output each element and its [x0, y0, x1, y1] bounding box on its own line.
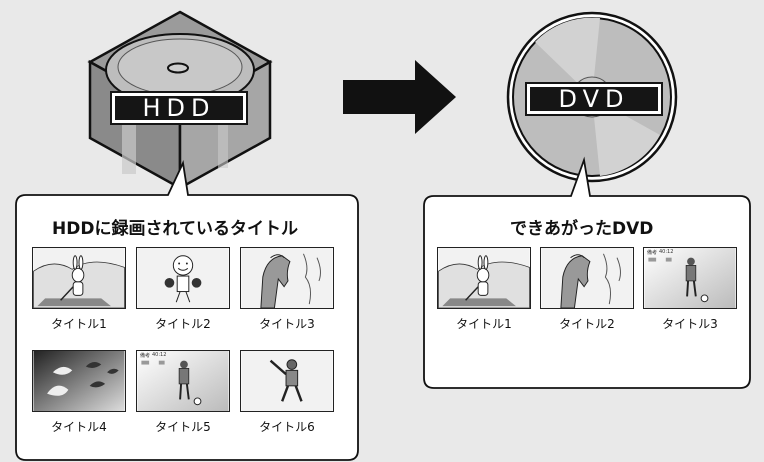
- left-panel-title: HDDに録画されているタイトル: [52, 219, 298, 239]
- dvd-label: DVD: [525, 82, 663, 116]
- left-title-5: タイトル5: [155, 420, 211, 434]
- hdd-label: HDD: [110, 91, 248, 125]
- arrow-icon: [343, 60, 456, 134]
- thumbnail-birds: [32, 350, 126, 412]
- right-panel-title: できあがったDVD: [510, 219, 654, 239]
- thumb-overlay-label: 備考: [647, 250, 658, 256]
- thumbnail-soccer-player: [643, 247, 737, 309]
- left-title-4: タイトル4: [51, 420, 107, 434]
- left-title-6: タイトル6: [259, 420, 315, 434]
- hdd-icon: [87, 10, 273, 191]
- thumb-overlay-time: 40:12: [659, 249, 674, 255]
- thumbnail-horse: [540, 247, 634, 309]
- thumbnail-baseball-player: [240, 350, 334, 412]
- right-title-3: タイトル3: [662, 317, 718, 331]
- right-title-2: タイトル2: [559, 317, 615, 331]
- left-title-2: タイトル2: [155, 317, 211, 331]
- thumbnail-smiley: [136, 247, 230, 309]
- thumbnail-rabbit: [437, 247, 531, 309]
- left-title-3: タイトル3: [259, 317, 315, 331]
- thumbnail-soccer-player: [136, 350, 230, 412]
- thumbnail-rabbit: [32, 247, 126, 309]
- right-title-1: タイトル1: [456, 317, 512, 331]
- thumb-overlay-time: 40:12: [152, 352, 167, 358]
- left-title-1: タイトル1: [51, 317, 107, 331]
- left-panel-frame: [15, 159, 359, 461]
- thumbnail-horse: [240, 247, 334, 309]
- thumb-overlay-label: 備考: [140, 353, 151, 359]
